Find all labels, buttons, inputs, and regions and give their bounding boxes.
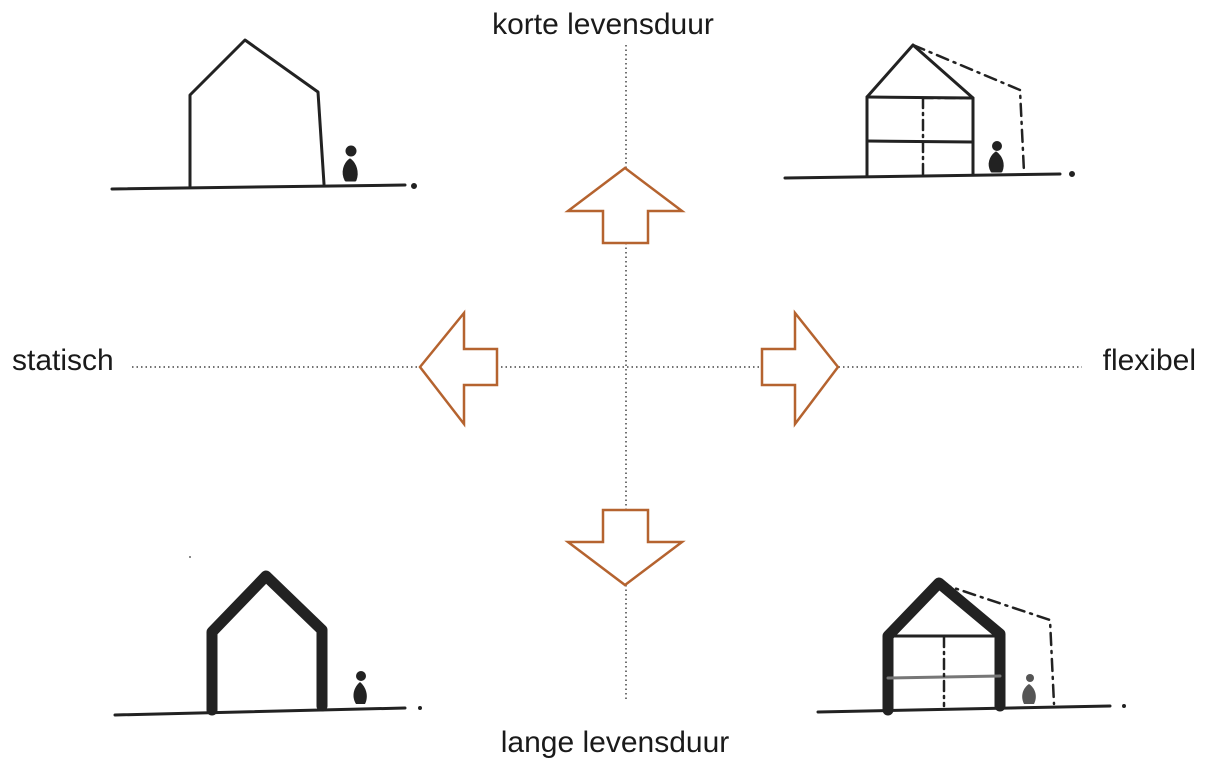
arrow-down-icon (564, 508, 686, 587)
axis-label-right: flexibel (1102, 344, 1196, 377)
arrow-left-icon (418, 309, 499, 428)
axis-label-bottom: lange levensduur (500, 726, 730, 759)
axis-label-left: statisch (12, 344, 114, 377)
thick-wall-divided-house-sketch-with-extension (816, 577, 1126, 716)
divided-house-sketch-with-extension (783, 43, 1075, 180)
arrow-up-icon (564, 166, 686, 245)
arrow-right-icon (760, 309, 840, 428)
thick-wall-house-sketch (113, 556, 422, 717)
axis-label-top: korte levensduur (492, 8, 714, 41)
simple-house-sketch (110, 38, 417, 191)
